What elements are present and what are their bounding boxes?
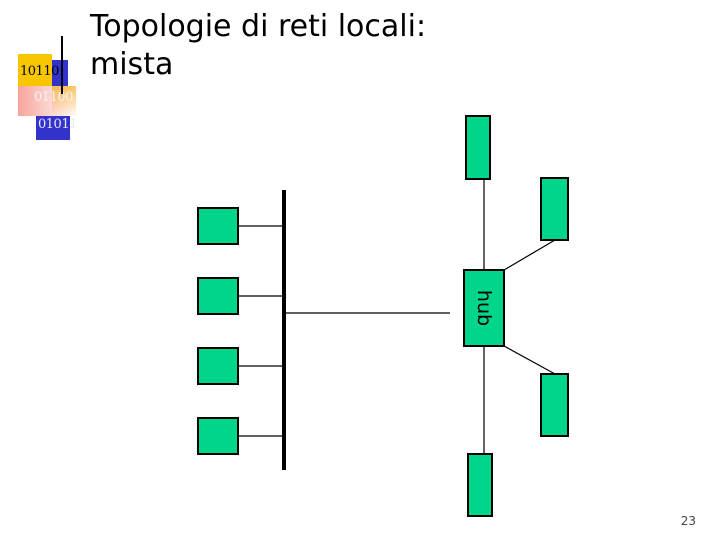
hub-workstation-top bbox=[466, 116, 490, 179]
hub-label-text: hub bbox=[473, 290, 495, 326]
hub-link-lower-right bbox=[504, 346, 555, 374]
hub-workstation-lower-right bbox=[541, 374, 568, 436]
bus-workstation-3 bbox=[198, 348, 238, 384]
hub-workstation-upper-right bbox=[541, 178, 568, 240]
page-number: 23 bbox=[681, 514, 696, 528]
hub-workstation-bottom bbox=[468, 454, 492, 516]
bus-workstation-2 bbox=[198, 278, 238, 314]
bus-workstation-4 bbox=[198, 418, 238, 454]
bus-workstation-1 bbox=[198, 208, 238, 244]
hub-label: hub bbox=[464, 270, 504, 346]
hub-link-upper-right bbox=[504, 240, 555, 270]
